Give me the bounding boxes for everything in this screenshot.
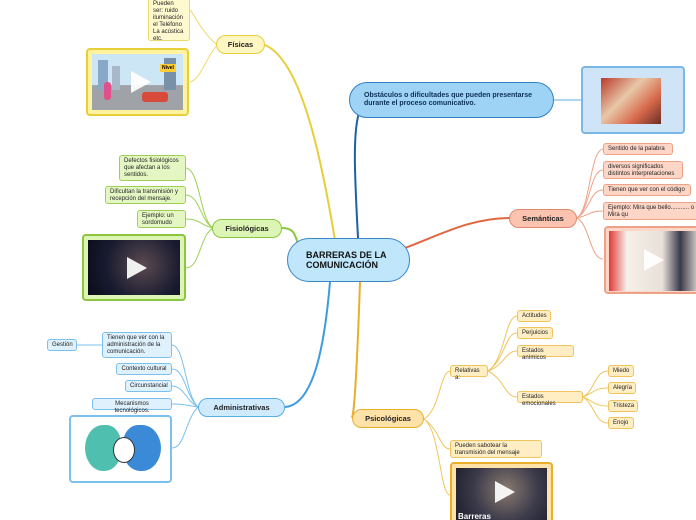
emocion-miedo-text: Miedo (613, 368, 630, 374)
rel-item-actitudes-text: Actitudes (522, 313, 547, 319)
fisiologicas-item-3-text: Ejemplo: un sordomudo (142, 213, 174, 226)
administrativas-image[interactable] (69, 415, 172, 483)
branch-fisiologicas[interactable]: Fisiológicas (212, 219, 282, 238)
branch-psicologicas[interactable]: Psicológicas (352, 409, 424, 428)
rel-item-estados-emocionales-text: Estados emocionales (522, 394, 556, 407)
fisiologicas-item-1-text: Defectos fisiológicos que afectan a los … (124, 158, 179, 178)
branch-semanticas-label: Semánticas (522, 214, 564, 223)
emocion-enojo-text: Enojo (613, 420, 629, 426)
branch-fisiologicas-label: Fisiológicas (225, 224, 269, 233)
nivel-sign: Nivel (160, 64, 176, 72)
semanticas-item-3-text: Tienen que ver con el código (608, 187, 685, 193)
psicologicas-sabotear: Pueden sabotear la transmisión del mensa… (450, 440, 542, 458)
semanticas-item-3: Tienen que ver con el código (603, 184, 691, 196)
play-icon[interactable] (130, 71, 151, 93)
central-topic[interactable]: BARRERAS DE LA COMUNICACIÓN (287, 238, 410, 282)
branch-administrativas[interactable]: Administrativas (198, 398, 285, 417)
branch-administrativas-label: Administrativas (213, 403, 270, 412)
administrativas-item-2: Contexto cultural (116, 363, 172, 375)
administrativas-item-1: Tienen que ver con la administración de … (102, 332, 172, 358)
emocion-miedo: Miedo (608, 365, 634, 377)
rel-item-estados-animicos-text: Estados anímicos (522, 348, 547, 361)
fisiologicas-item-1: Defectos fisiológicos que afectan a los … (119, 155, 186, 181)
rel-item-perjuicios-text: Perjuicios (522, 330, 549, 336)
administrativas-sub-gestion: Gestión (47, 339, 77, 351)
emocion-alegria-text: Alegría (613, 385, 633, 391)
psicologicas-relativas: Relativas a: (450, 365, 488, 381)
semanticas-item-4: Ejemplo: Mira que bello........... o Mir… (603, 202, 696, 220)
fisicas-note: Pueden ser: ruido iluminación el Teléfon… (148, 0, 190, 42)
emocion-enojo: Enojo (608, 417, 634, 429)
rel-item-actitudes: Actitudes (517, 310, 551, 322)
administrativas-item-2-text: Contexto cultural (121, 366, 167, 372)
semanticas-item-1: Sentido de la palabra (603, 143, 673, 155)
administrativas-item-4-text: Mecanismos tecnológicos. (114, 401, 150, 414)
emocion-alegria: Alegría (608, 382, 636, 394)
administrativas-item-1-text: Tienen que ver con la administración de … (107, 335, 165, 355)
fisiologicas-video[interactable] (82, 234, 186, 301)
gap-icon (113, 437, 135, 463)
barreras-caption: Barreras (458, 512, 491, 520)
branch-psicologicas-label: Psicológicas (365, 414, 411, 423)
rel-item-perjuicios: Perjuicios (517, 327, 553, 339)
definition-image[interactable] (581, 66, 685, 134)
play-icon[interactable] (644, 249, 664, 271)
fisiologicas-item-3: Ejemplo: un sordomudo (137, 210, 186, 228)
definition-topic[interactable]: Obstáculos o dificultades que pueden pre… (349, 82, 554, 118)
psicologicas-relativas-text: Relativas a: (455, 368, 480, 381)
fisiologicas-item-2-text: Dificultan la transmisión y recepción de… (110, 189, 179, 202)
fisicas-video[interactable]: Nivel (86, 48, 189, 116)
play-icon[interactable] (127, 256, 147, 279)
central-topic-label: BARRERAS DE LA COMUNICACIÓN (306, 250, 387, 270)
administrativas-item-4: Mecanismos tecnológicos. (92, 398, 172, 414)
administrativas-item-3-text: Circunstancial (130, 383, 168, 389)
rel-item-estados-emocionales: Estados emocionales (517, 391, 583, 407)
psicologicas-sabotear-text: Pueden sabotear la transmisión del mensa… (455, 443, 520, 456)
branch-fisicas-label: Físicas (227, 40, 254, 49)
psicologicas-video[interactable]: Barreras (450, 462, 553, 520)
play-icon[interactable] (494, 481, 515, 503)
definition-label: Obstáculos o dificultades que pueden pre… (364, 92, 533, 107)
semanticas-item-2-text: diversos significados distintos interpre… (608, 164, 675, 177)
semanticas-item-4-text: Ejemplo: Mira que bello........... o Mir… (608, 205, 695, 218)
fisiologicas-item-2: Dificultan la transmisión y recepción de… (105, 186, 186, 204)
emocion-tristeza: Tristeza (608, 400, 638, 412)
administrativas-item-3: Circunstancial (125, 380, 172, 392)
administrativas-sub-gestion-text: Gestión (52, 342, 73, 348)
child-photo (601, 78, 661, 124)
semanticas-video[interactable] (604, 226, 696, 294)
rel-item-estados-animicos: Estados anímicos (517, 345, 574, 361)
semanticas-item-1-text: Sentido de la palabra (608, 146, 665, 152)
semanticas-item-2: diversos significados distintos interpre… (603, 161, 683, 179)
branch-semanticas[interactable]: Semánticas (509, 209, 577, 228)
emocion-tristeza-text: Tristeza (613, 403, 635, 409)
fisicas-note-text: Pueden ser: ruido iluminación el Teléfon… (153, 1, 184, 42)
branch-fisicas[interactable]: Físicas (216, 35, 265, 54)
